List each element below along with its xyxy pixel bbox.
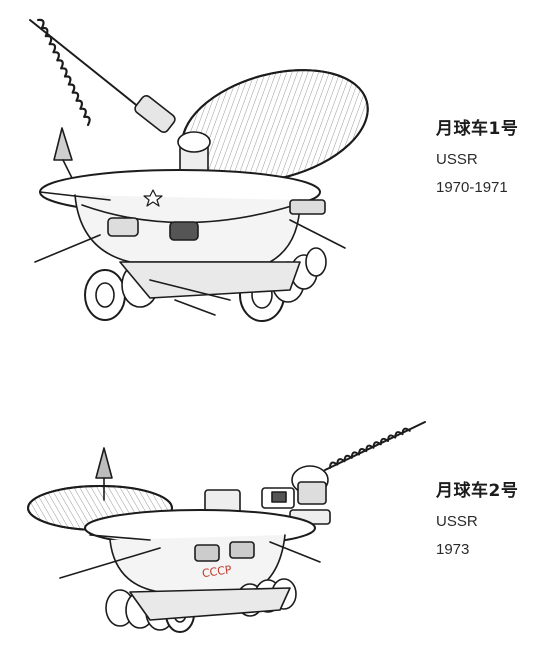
rover-panel-2: CCCP 月球车2号 USSR 1973: [0, 330, 554, 646]
rover-country: USSR: [436, 151, 478, 168]
rover-name: 月球车1号: [436, 119, 519, 139]
lunokhod-2-illustration: CCCP: [27, 421, 426, 633]
rover-years: 1973: [436, 541, 470, 558]
rover-name: 月球车2号: [436, 481, 519, 501]
rover-caption-1: 月球车1号 USSR 1970-1971: [436, 118, 546, 206]
body-marking: CCCP: [201, 563, 233, 580]
rover-years: 1970-1971: [436, 179, 508, 196]
rover-caption-2: 月球车2号 USSR 1973: [436, 480, 546, 568]
lunokhod-1-illustration: [29, 18, 369, 322]
helical-antenna: [29, 18, 176, 133]
cone-antenna: [95, 447, 113, 479]
rover-country: USSR: [436, 513, 478, 530]
cone-antenna: [53, 127, 73, 161]
rover-panel-1: 月球车1号 USSR 1970-1971: [29, 18, 546, 322]
